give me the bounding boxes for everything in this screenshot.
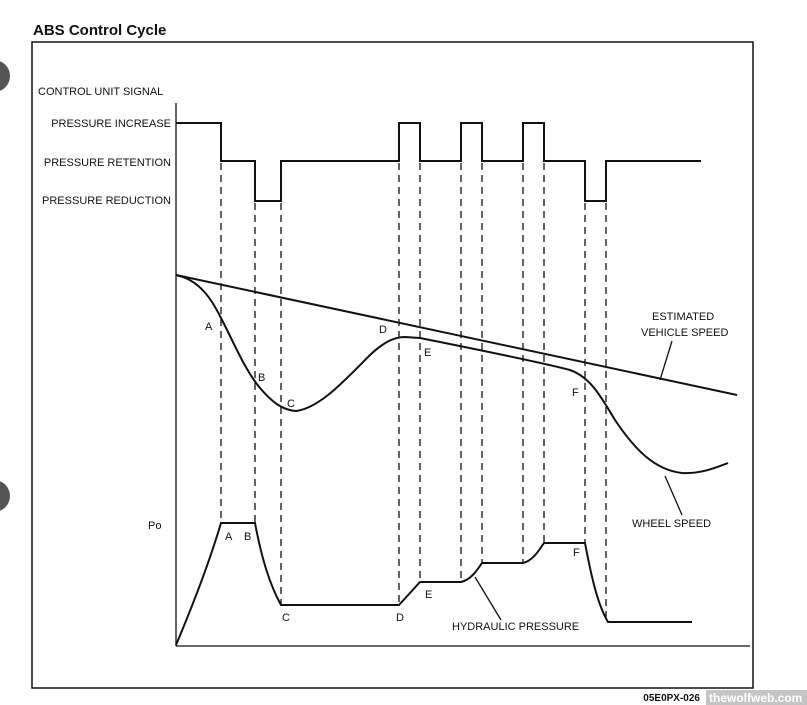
point-a-lower: A xyxy=(225,531,233,543)
point-f-upper: F xyxy=(572,387,579,399)
estimated-label-line1: ESTIMATED xyxy=(652,311,714,323)
vehicle-speed-leader xyxy=(659,340,673,381)
figure-code: 05E0PX-026 xyxy=(643,693,700,704)
wheel-speed-leader xyxy=(664,475,683,516)
estimated-vehicle-speed-line xyxy=(175,274,738,396)
pressure-retention-label: PRESSURE RETENTION xyxy=(44,157,171,169)
estimated-label-line2: VEHICLE SPEED xyxy=(641,327,728,339)
point-c-upper: C xyxy=(287,398,295,410)
binder-hole xyxy=(0,61,10,91)
wheel-speed-curve xyxy=(175,274,729,475)
point-b-lower: B xyxy=(244,531,251,543)
hydraulic-pressure-label: HYDRAULIC PRESSURE xyxy=(452,621,579,633)
pressure-increase-label: PRESSURE INCREASE xyxy=(51,118,171,130)
point-d-upper: D xyxy=(379,324,387,336)
hydraulic-pressure-leader xyxy=(474,576,502,621)
point-f-lower: F xyxy=(573,547,580,559)
binder-hole xyxy=(0,481,10,511)
control-signal-waveform xyxy=(176,122,701,202)
point-c-lower: C xyxy=(282,612,290,624)
point-e-lower: E xyxy=(425,589,432,601)
figure-frame xyxy=(31,41,754,689)
point-e-upper: E xyxy=(424,347,431,359)
dashed-guides xyxy=(220,163,607,620)
point-b-upper: B xyxy=(258,372,265,384)
watermark: thewolfweb.com xyxy=(709,691,802,705)
control-unit-signal-label: CONTROL UNIT SIGNAL xyxy=(38,86,163,98)
hydraulic-pressure-curve xyxy=(175,522,692,646)
watermark-background xyxy=(706,690,807,705)
pressure-reduction-label: PRESSURE REDUCTION xyxy=(42,195,171,207)
diagram-title: ABS Control Cycle xyxy=(33,22,166,39)
po-label: Po xyxy=(148,520,161,532)
wheel-speed-label: WHEEL SPEED xyxy=(632,518,711,530)
point-a-upper: A xyxy=(205,321,213,333)
point-d-lower: D xyxy=(396,612,404,624)
